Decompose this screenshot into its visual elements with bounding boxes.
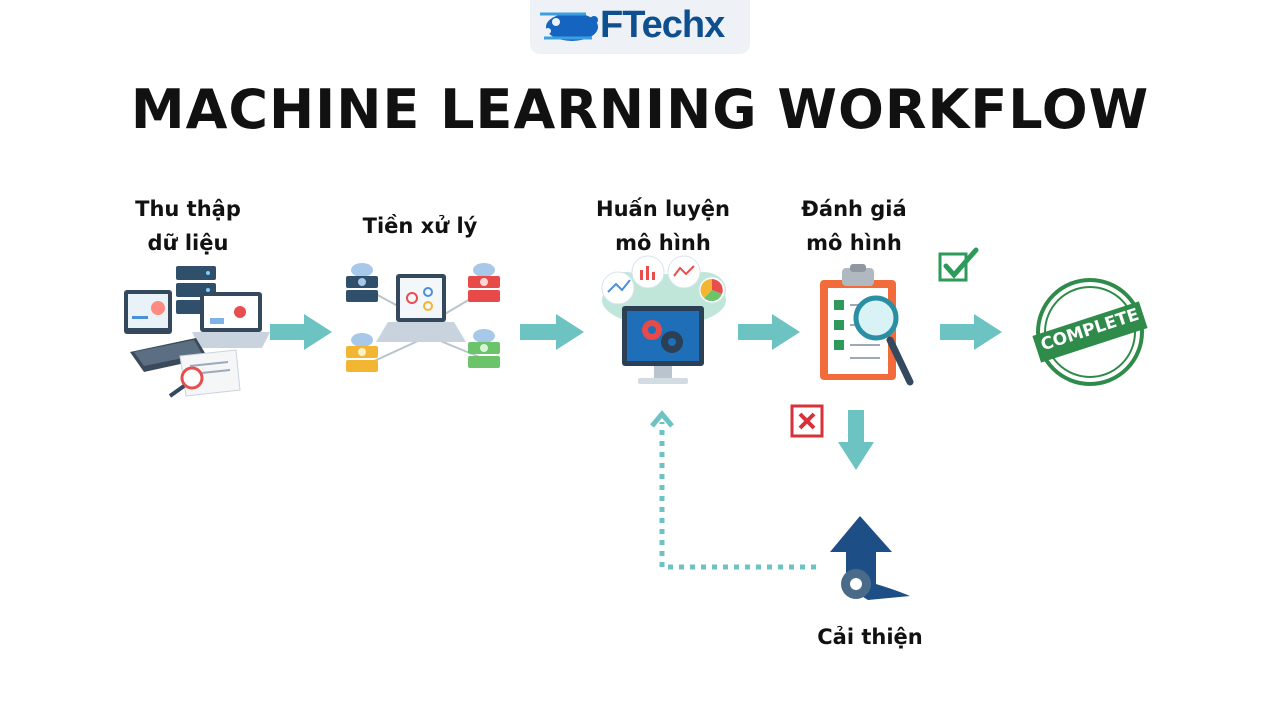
- step-label-collect-line1: Thu thập: [135, 197, 241, 221]
- arrow-preprocess-to-train: [520, 314, 584, 350]
- evaluation-icon: [820, 264, 914, 386]
- arrow-evaluate-to-complete: [940, 314, 1002, 350]
- arrow-train-to-evaluate: [738, 314, 800, 350]
- data-collection-icon: [124, 266, 270, 398]
- brand-name: FTechx: [600, 4, 725, 46]
- page-title: MACHINE LEARNING WORKFLOW: [130, 78, 1150, 141]
- step-label-preprocess-line1: Tiền xử lý: [362, 214, 478, 238]
- step-label-evaluate: Đánh giá mô hình: [774, 192, 934, 260]
- step-label-collect: Thu thập dữ liệu: [108, 192, 268, 260]
- step-label-train-line1: Huấn luyện: [596, 197, 730, 221]
- arrow-evaluate-to-improve: [838, 410, 874, 470]
- step-label-train-line2: mô hình: [615, 231, 711, 255]
- step-label-collect-line2: dữ liệu: [147, 231, 229, 255]
- feedback-dotted-arrow: [650, 410, 816, 570]
- cross-icon: [790, 404, 824, 438]
- preprocessing-icon: [346, 263, 500, 372]
- training-icon: [601, 255, 726, 384]
- complete-stamp-icon: [1032, 278, 1148, 386]
- improve-icon: [830, 516, 910, 600]
- arrow-collect-to-preprocess: [270, 314, 332, 350]
- step-label-evaluate-line1: Đánh giá: [801, 197, 907, 221]
- improve-label: Cải thiện: [817, 625, 923, 649]
- step-label-evaluate-line2: mô hình: [806, 231, 902, 255]
- check-icon: [938, 247, 979, 282]
- step-label-train: Huấn luyện mô hình: [583, 192, 743, 260]
- step-label-preprocess: Tiền xử lý: [340, 209, 500, 243]
